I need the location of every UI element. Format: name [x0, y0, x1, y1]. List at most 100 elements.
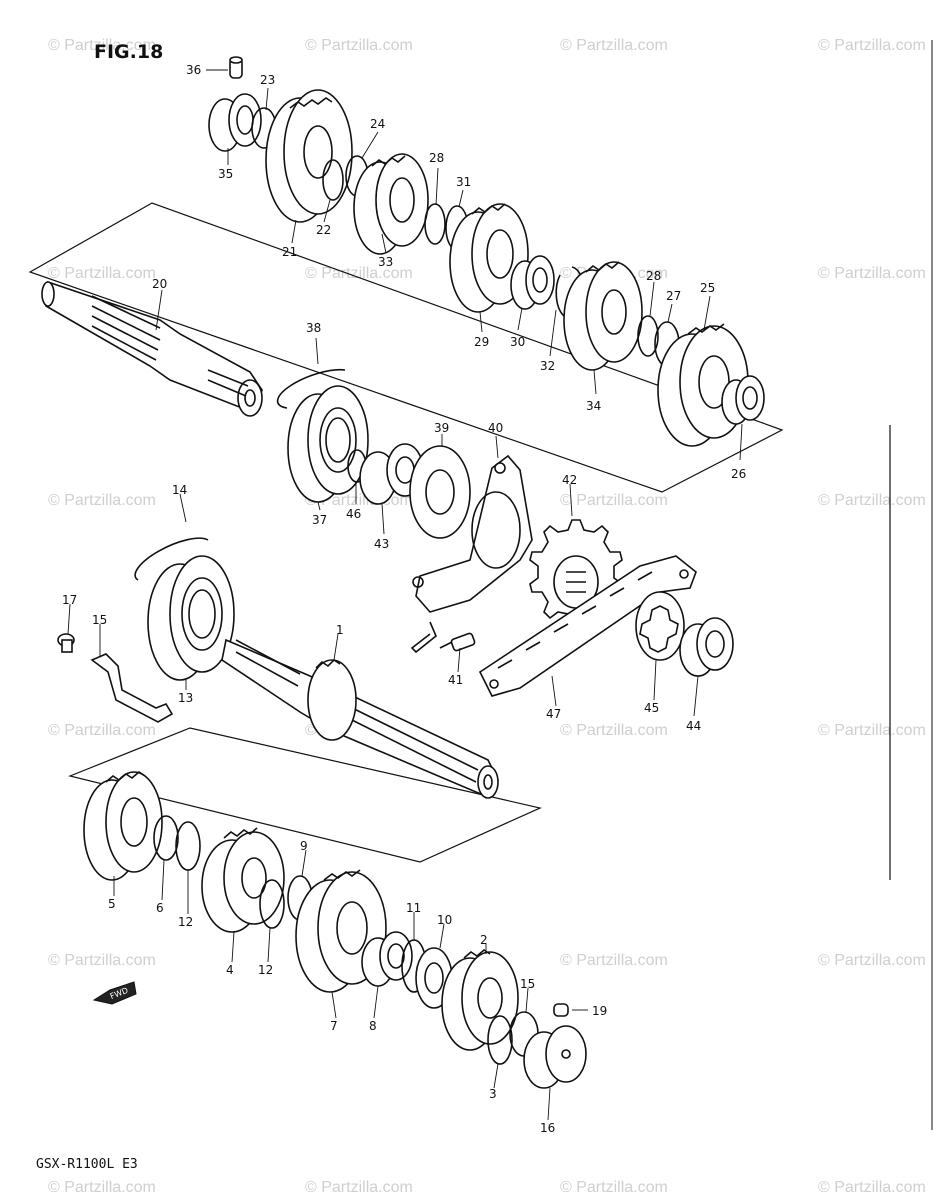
model-code: GSX-R1100L E3: [36, 1157, 138, 1172]
watermark: © Partzilla.com: [305, 265, 413, 282]
part-label-1: 1: [336, 623, 344, 637]
part-label-16: 16: [540, 1121, 555, 1135]
part-label-3: 3: [489, 1087, 497, 1101]
part-3-washer: [487, 1015, 513, 1065]
part-label-28b: 28: [646, 269, 661, 283]
part-label-13: 13: [178, 691, 193, 705]
part-21-gear: [265, 89, 353, 223]
part-label-35: 35: [218, 167, 233, 181]
watermark: © Partzilla.com: [818, 265, 926, 282]
driveshaft-assembly-outline: [68, 727, 542, 863]
watermark: © Partzilla.com: [818, 722, 926, 739]
part-4-gear: [201, 827, 285, 933]
part-26-bushing: [721, 375, 765, 425]
part-label-43: 43: [374, 537, 389, 551]
part-36-pin: [229, 56, 243, 79]
part-label-23: 23: [260, 73, 275, 87]
part-16-cap: [523, 1025, 587, 1089]
part-label-5: 5: [108, 897, 116, 911]
part-13-bearing: [147, 555, 235, 681]
watermark: © Partzilla.com: [560, 1179, 668, 1196]
watermark: © Partzilla.com: [48, 37, 156, 54]
part-label-17: 17: [62, 593, 77, 607]
part-label-7: 7: [330, 1019, 338, 1033]
watermark: © Partzilla.com: [48, 265, 156, 282]
part-label-2: 2: [480, 933, 488, 947]
part-25-gear: [657, 323, 749, 447]
part-47-drive-chain: [478, 555, 697, 697]
part-30-bushing: [510, 255, 555, 310]
part-label-24: 24: [370, 117, 385, 131]
part-39-oil-seal: [409, 445, 471, 539]
watermark: © Partzilla.com: [818, 492, 926, 509]
part-14-circlip: [134, 537, 209, 581]
part-12-circlip: [259, 879, 285, 929]
part-20-countershaft: [41, 280, 263, 417]
part-label-41: 41: [448, 673, 463, 687]
part-label-15b: 15: [520, 977, 535, 991]
part-label-38: 38: [306, 321, 321, 335]
part-label-20: 20: [152, 277, 167, 291]
part-label-9: 9: [300, 839, 308, 853]
part-33-gear: [353, 153, 429, 255]
part-label-15: 15: [92, 613, 107, 627]
part-label-37: 37: [312, 513, 327, 527]
part-label-31: 31: [456, 175, 471, 189]
part-number-labels: 1 2 3 4 5 6 7 8 9 10 11 12 12 13 14 15 1…: [62, 63, 746, 1135]
part-label-8: 8: [369, 1019, 377, 1033]
watermark: © Partzilla.com: [560, 37, 668, 54]
part-label-34: 34: [586, 399, 601, 413]
part-7-gear: [295, 869, 387, 993]
part-label-29: 29: [474, 335, 489, 349]
part-label-30: 30: [510, 335, 525, 349]
part-17-bolt: [57, 633, 75, 653]
part-label-21: 21: [282, 245, 297, 259]
part-label-6: 6: [156, 901, 164, 915]
part-label-4: 4: [226, 963, 234, 977]
watermark: © Partzilla.com: [48, 722, 156, 739]
part-15-bracket: [90, 653, 174, 723]
watermark: © Partzilla.com: [305, 1179, 413, 1196]
part-40-plate: [410, 454, 533, 654]
part-5-gear: [83, 770, 163, 881]
figure-title: FIG.18: [94, 41, 163, 63]
part-label-27: 27: [666, 289, 681, 303]
part-38-circlip: [276, 368, 346, 409]
watermark: © Partzilla.com: [48, 1179, 156, 1196]
part-6-washer: [153, 815, 179, 861]
part-label-47: 47: [546, 707, 561, 721]
part-label-11: 11: [406, 901, 421, 915]
part-12-circlip: [175, 821, 201, 871]
part-41-bolt: [439, 632, 476, 652]
part-19-pin: [553, 1003, 569, 1017]
watermark: © Partzilla.com: [818, 37, 926, 54]
part-label-42: 42: [562, 473, 577, 487]
part-label-28: 28: [429, 151, 444, 165]
part-28-washer: [424, 203, 446, 245]
watermark: © Partzilla.com: [305, 37, 413, 54]
part-label-26: 26: [731, 467, 746, 481]
part-label-33: 33: [378, 255, 393, 269]
watermark: © Partzilla.com: [48, 492, 156, 509]
part-label-46: 46: [346, 507, 361, 521]
part-22-washer: [322, 159, 344, 201]
watermark: © Partzilla.com: [560, 722, 668, 739]
part-37-bearing: [287, 385, 369, 503]
part-label-19: 19: [592, 1004, 607, 1018]
part-28-washer: [637, 315, 659, 357]
part-label-14: 14: [172, 483, 187, 497]
part-label-25: 25: [700, 281, 715, 295]
watermark: © Partzilla.com: [48, 952, 156, 969]
part-label-32: 32: [540, 359, 555, 373]
part-2-gear: [441, 948, 519, 1051]
part-44-nut: [679, 617, 734, 677]
part-45-lock-washer: [635, 591, 685, 661]
part-1-driveshaft: [221, 638, 499, 799]
part-34-gear: [563, 261, 643, 371]
part-label-40: 40: [488, 421, 503, 435]
part-label-10: 10: [437, 913, 452, 927]
leader-lines: [67, 69, 743, 1121]
part-8-bushing: [361, 931, 413, 987]
part-label-39: 39: [434, 421, 449, 435]
